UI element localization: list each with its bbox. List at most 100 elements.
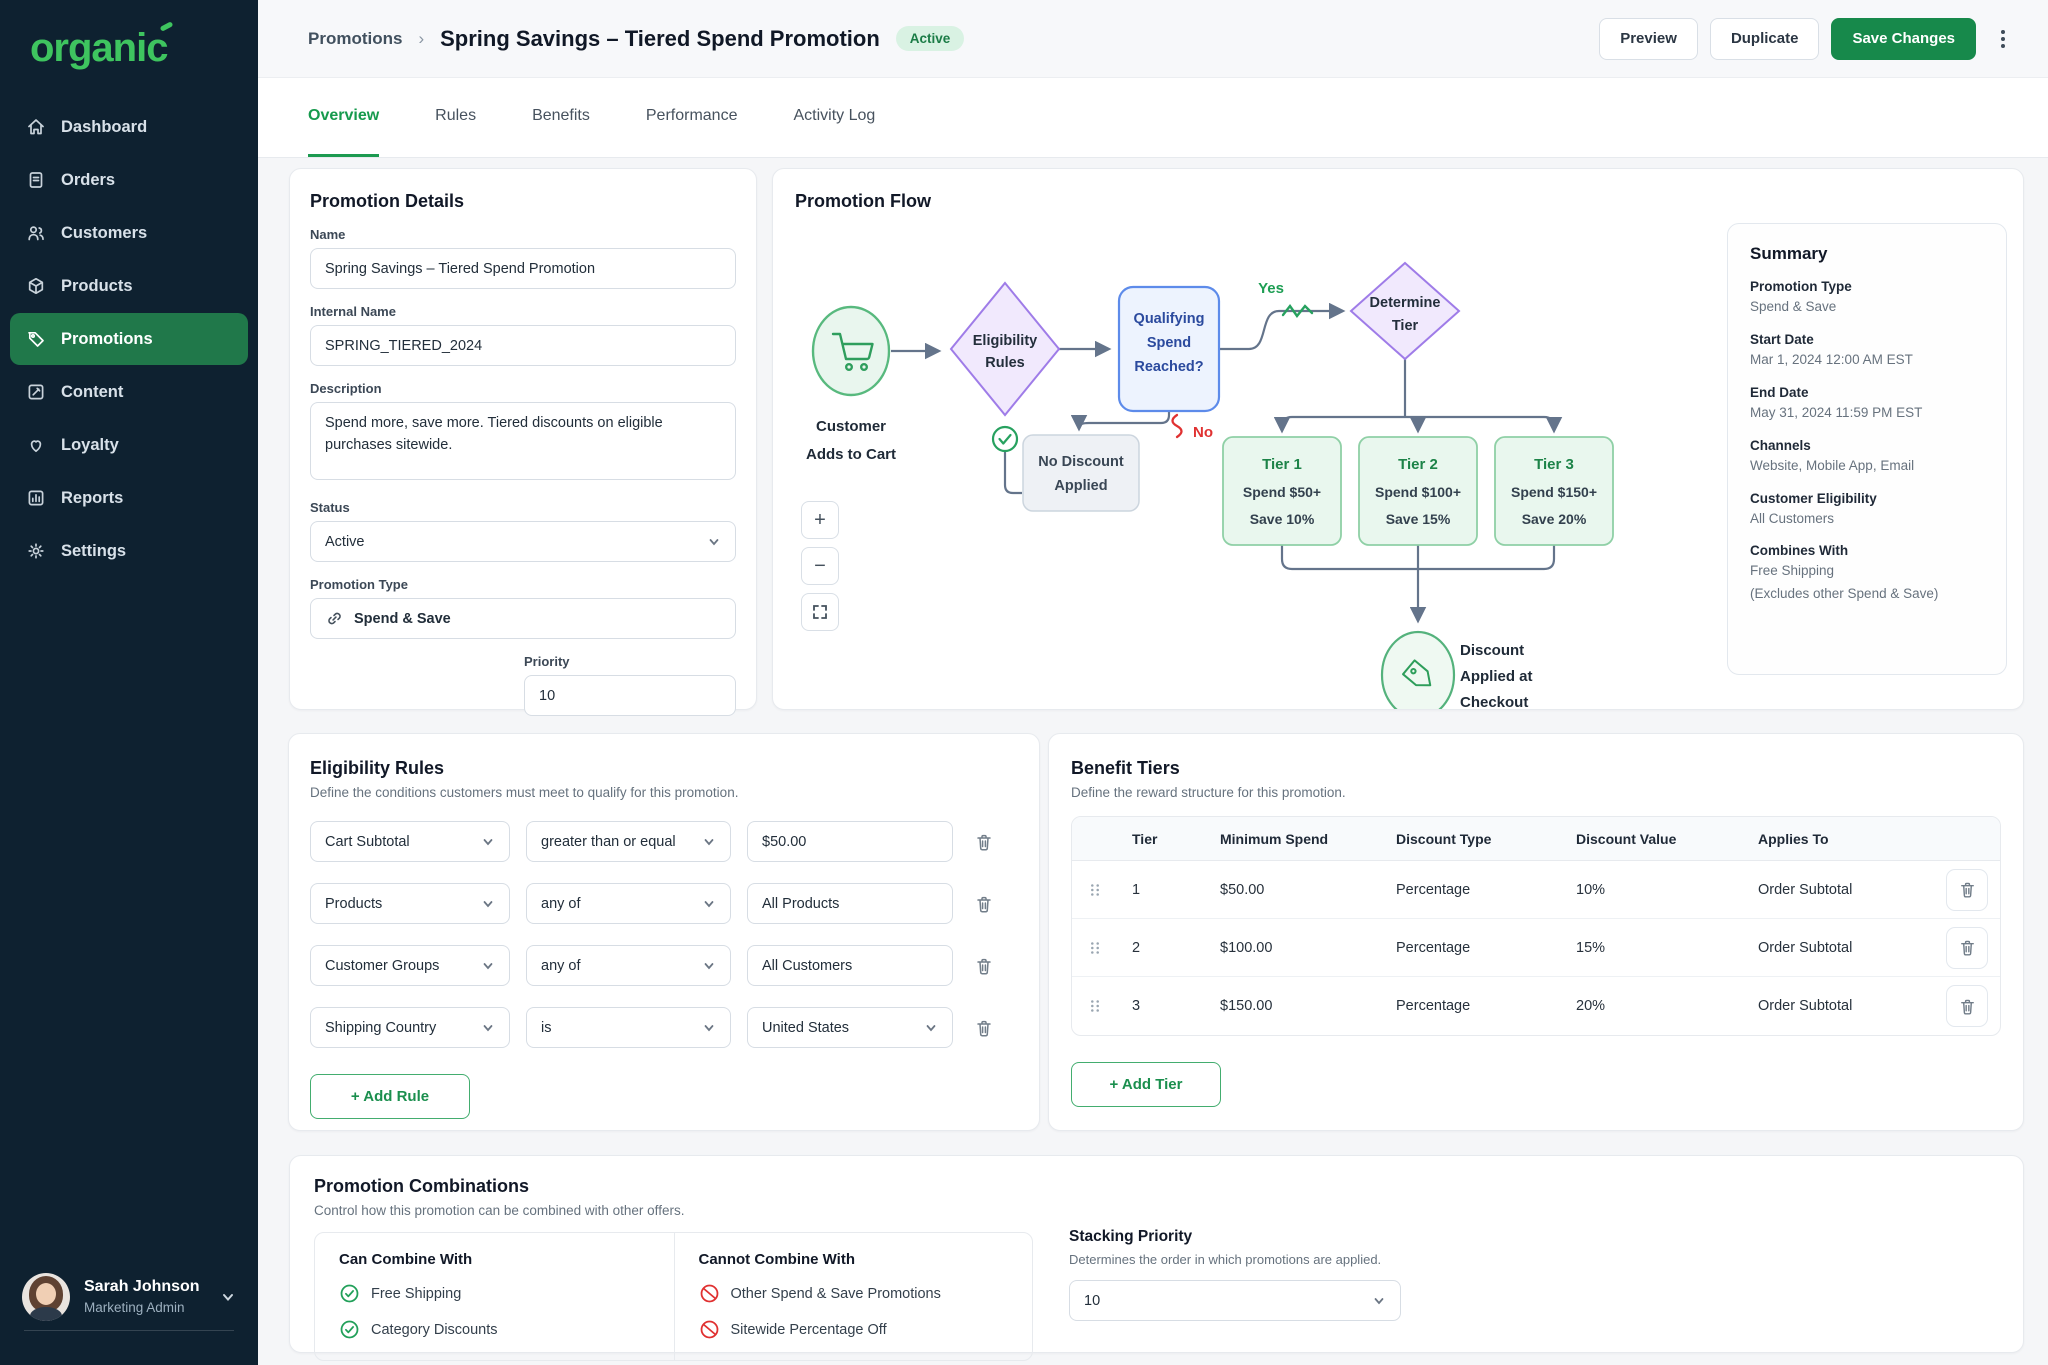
sidebar-item-label: Settings — [61, 541, 127, 560]
check-circle-icon — [340, 1320, 359, 1339]
sidebar-item-products[interactable]: Products — [10, 260, 248, 312]
receipt-icon — [29, 172, 43, 188]
tier3-delete-button[interactable] — [1946, 985, 1988, 1027]
chevron-down-icon — [483, 962, 493, 969]
rule3-field-select[interactable]: Customer Groups — [310, 945, 510, 986]
flow-node-checkout[interactable] — [1380, 630, 1456, 709]
rule-field-value: Cart Subtotal — [325, 833, 410, 850]
summary-label: Channels — [1750, 437, 1811, 453]
tier2-delete-button[interactable] — [1946, 926, 1988, 969]
page-header: Promotions › Spring Savings – Tiered Spe… — [258, 0, 2048, 78]
fullscreen-button[interactable] — [801, 593, 839, 631]
flow-node-determine-tier[interactable]: Determine Tier — [1349, 261, 1461, 361]
add-rule-button[interactable]: + Add Rule — [310, 1074, 470, 1119]
sidebar-item-customers[interactable]: Customers — [10, 207, 248, 259]
sidebar-item-label: Promotions — [61, 329, 153, 348]
tier3-drag-handle[interactable] — [1086, 997, 1132, 1015]
rule4-value-select[interactable]: United States — [747, 1007, 953, 1048]
cannot-combine-column: Cannot Combine With Other Spend & Save P… — [673, 1233, 1033, 1360]
flow-node-tier3[interactable]: Tier 3 Spend $150+ Save 20% — [1494, 436, 1614, 546]
rule1-field-select[interactable]: Cart Subtotal — [310, 821, 510, 862]
tab-rules[interactable]: Rules — [435, 107, 477, 124]
flow-node-cart[interactable] — [811, 305, 891, 397]
status-select[interactable]: Active — [310, 521, 736, 562]
cell-minimum-spend: $100.00 — [1220, 939, 1273, 956]
summary-label: Combines With — [1750, 543, 1849, 559]
flow-zoom-controls: + − — [801, 501, 839, 631]
flow-node-qualifying[interactable]: Qualifying Spend Reached? — [1117, 285, 1221, 413]
cell-discount-type: Percentage — [1396, 881, 1471, 898]
eligibility-rules-card: Eligibility Rules Define the conditions … — [288, 733, 1040, 1131]
rule1-delete-button[interactable] — [969, 827, 999, 857]
tab-activity-log[interactable]: Activity Log — [793, 107, 876, 124]
tab-benefits[interactable]: Benefits — [532, 107, 590, 124]
rule2-field-select[interactable]: Products — [310, 883, 510, 924]
sidebar-item-orders[interactable]: Orders — [10, 154, 248, 206]
duplicate-button[interactable]: Duplicate — [1709, 17, 1820, 60]
drag-handle-icon — [1091, 883, 1099, 896]
chevron-down-icon — [1374, 1297, 1384, 1304]
flow-node-tier2[interactable]: Tier 2 Spend $100+ Save 15% — [1358, 436, 1478, 546]
determine-label-line2: Tier — [1392, 318, 1419, 334]
tier1-delete-button[interactable] — [1946, 868, 1988, 911]
name-input[interactable] — [325, 249, 721, 288]
breadcrumb-promotions[interactable]: Promotions — [308, 28, 403, 48]
rule1-operator-select[interactable]: greater than or equal — [526, 821, 731, 862]
eligibility-label-line2: Rules — [985, 355, 1025, 371]
rule2-value-input[interactable] — [762, 884, 938, 923]
sidebar-item-loyalty[interactable]: Loyalty — [10, 419, 248, 471]
save-changes-button[interactable]: Save Changes — [1831, 17, 1976, 60]
sidebar-item-content[interactable]: Content — [10, 366, 248, 418]
rule3-value-input[interactable] — [762, 946, 938, 985]
rule3-delete-button[interactable] — [969, 951, 999, 981]
rule2-delete-button[interactable] — [969, 889, 999, 919]
sidebar-item-settings[interactable]: Settings — [10, 525, 248, 577]
preview-button[interactable]: Preview — [1599, 17, 1698, 60]
tier2-drag-handle[interactable] — [1086, 939, 1132, 957]
flow-node-eligibility[interactable]: Eligibility Rules — [949, 281, 1061, 417]
summary-value: Spend & Save — [1750, 299, 1837, 314]
rule3-operator-select[interactable]: any of — [526, 945, 731, 986]
chevron-down-icon — [483, 838, 493, 845]
rule2-operator-select[interactable]: any of — [526, 883, 731, 924]
eligibility-label-line1: Eligibility — [973, 333, 1037, 349]
summary-label: Promotion Type — [1750, 279, 1852, 294]
sidebar-item-reports[interactable]: Reports — [10, 472, 248, 524]
zoom-out-button[interactable]: − — [801, 547, 839, 585]
internal-name-input[interactable] — [325, 326, 721, 365]
tab-performance[interactable]: Performance — [645, 107, 738, 124]
sidebar-item-promotions[interactable]: Promotions — [10, 313, 248, 365]
stacking-priority-select[interactable]: 10 — [1069, 1280, 1401, 1321]
rule4-field-select[interactable]: Shipping Country — [310, 1007, 510, 1048]
cell-discount-value: 10% — [1576, 881, 1606, 898]
avatar — [22, 1273, 70, 1321]
status-badge: Active — [895, 26, 965, 51]
tier2-save: Save 15% — [1386, 511, 1451, 527]
more-options-button[interactable] — [1988, 18, 2018, 60]
tab-overview[interactable]: Overview — [308, 78, 380, 157]
flow-node-tier1[interactable]: Tier 1 Spend $50+ Save 10% — [1222, 436, 1342, 546]
rule4-operator-select[interactable]: is — [526, 1007, 731, 1048]
box-icon — [28, 277, 44, 295]
description-textarea[interactable]: Spend more, save more. Tiered discounts … — [310, 402, 736, 480]
zoom-in-button[interactable]: + — [801, 501, 839, 539]
determine-label-line1: Determine — [1370, 295, 1441, 311]
rule1-value-input[interactable] — [762, 822, 938, 861]
tier1-drag-handle[interactable] — [1086, 881, 1132, 899]
col-discount-type: Discount Type — [1396, 830, 1492, 847]
checkout-label-line2: Applied at — [1460, 668, 1533, 685]
priority-input[interactable] — [539, 676, 721, 715]
rule4-delete-button[interactable] — [969, 1013, 999, 1043]
tag-icon — [1402, 659, 1432, 687]
add-tier-button[interactable]: + Add Tier — [1071, 1062, 1221, 1107]
sidebar-item-label: Reports — [61, 488, 124, 507]
sidebar-item-dashboard[interactable]: Dashboard — [10, 101, 248, 153]
flow-node-no-discount[interactable]: No Discount Applied — [1022, 434, 1140, 512]
col-discount-value: Discount Value — [1576, 830, 1677, 847]
sidebar-item-label: Products — [61, 276, 133, 295]
chevron-down-icon — [483, 900, 493, 907]
cell-applies-to: Order Subtotal — [1758, 998, 1853, 1014]
rule-field-value: Customer Groups — [325, 957, 440, 974]
user-menu[interactable]: Sarah Johnson Marketing Admin — [0, 1273, 258, 1321]
chevron-down-icon — [704, 962, 714, 969]
